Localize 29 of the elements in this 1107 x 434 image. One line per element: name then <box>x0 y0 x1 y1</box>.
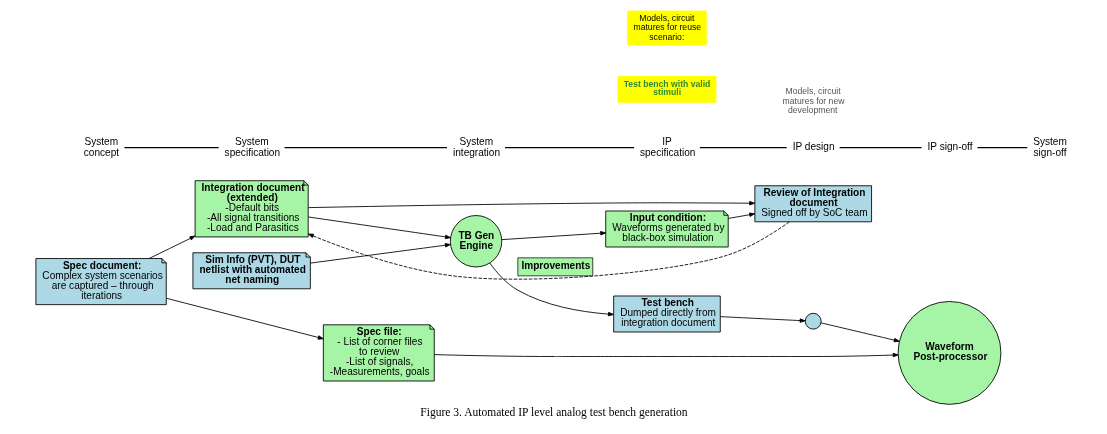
arrow <box>307 216 451 240</box>
arrow <box>488 262 614 317</box>
arrow <box>719 316 806 323</box>
label: Test bench with valid stimuli <box>623 78 710 98</box>
arrow <box>165 297 324 340</box>
caption: Figure 3. Automated IP level analog test bench generation <box>419 406 688 419</box>
node-box: Test bench Dumped directly from integration document <box>612 295 721 333</box>
arrow <box>307 201 755 209</box>
arrow <box>820 322 900 343</box>
label: System integration <box>452 135 500 158</box>
node-circle: TB Gen Engine <box>449 215 502 268</box>
label: System concept <box>83 135 119 158</box>
label: IP specification <box>639 135 695 158</box>
node-circle <box>804 312 822 330</box>
arrow <box>307 221 790 280</box>
label: IP sign-off <box>927 141 973 153</box>
label: System specification <box>224 135 280 158</box>
arrow <box>309 243 451 264</box>
arrow <box>148 235 195 259</box>
arrow <box>727 212 755 219</box>
node-box: Review of Integration document Signed off by SoC team <box>753 185 872 223</box>
edge-label: Improvements <box>520 260 590 272</box>
label: IP design <box>792 141 835 153</box>
label: System sign-off <box>1032 135 1067 158</box>
arrow <box>500 231 606 241</box>
node-circle: Waveform Post-processor <box>897 301 1001 405</box>
label: Models, circuit matures for reuse scenario: <box>632 12 701 42</box>
label: Models, circuit matures for new development <box>782 86 844 116</box>
arrow <box>433 352 899 358</box>
